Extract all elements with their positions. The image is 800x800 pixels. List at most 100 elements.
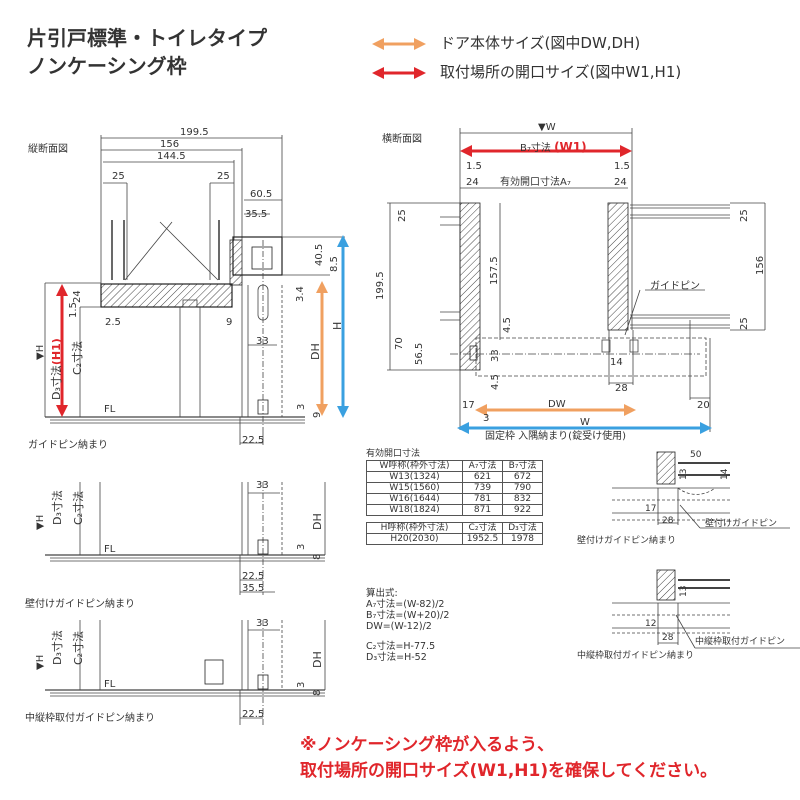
pin-label: 中縦枠取付ガイドピン xyxy=(695,637,786,647)
h-label: H xyxy=(331,321,344,330)
b7-text: B₇寸法 xyxy=(520,143,551,154)
dim: 24 xyxy=(466,177,479,188)
c2-label: C₂寸法 xyxy=(71,340,84,375)
caption: 中縦枠取付ガイドピン納まり xyxy=(25,713,155,724)
cell: 922 xyxy=(502,504,543,516)
page-subtitle: ノンケーシング枠 xyxy=(27,54,187,78)
caption: 中縦枠取付ガイドピン納まり xyxy=(577,651,695,661)
dim: 144.5 xyxy=(157,151,186,162)
formula-line: D₃寸法=H-52 xyxy=(366,652,427,663)
cell: 790 xyxy=(502,482,543,494)
table-title: 有効開口寸法 xyxy=(366,449,421,459)
header-cell: W呼称(枠外寸法) xyxy=(366,460,463,472)
a7-label: 有効開口寸法A₇ xyxy=(500,177,571,188)
dh-label: DH xyxy=(311,651,324,668)
dim: 1.5 xyxy=(68,302,79,318)
dim: 28 xyxy=(615,383,628,394)
dim: 199.5 xyxy=(180,127,209,138)
dim: 157.5 xyxy=(489,256,500,285)
d3-label: D₃寸法 xyxy=(51,630,64,665)
h-mark: ▼H xyxy=(35,514,46,530)
fl-label: FL xyxy=(104,404,116,415)
dim: 25 xyxy=(739,209,750,222)
cell: W18(1824) xyxy=(366,504,463,516)
legend-opening-size: 取付場所の開口サイズ(図中W1,H1) xyxy=(440,63,682,81)
dim: 50 xyxy=(690,450,702,460)
dim: 33 xyxy=(256,618,269,629)
dim: 156 xyxy=(160,139,180,150)
cell: 832 xyxy=(502,493,543,505)
cell: 739 xyxy=(462,482,503,494)
d3-label: D₃寸法(H1) xyxy=(50,338,63,400)
formula-line: DW=(W-12)/2 xyxy=(366,621,432,632)
cell: W15(1560) xyxy=(366,482,463,494)
caption: ガイドピン納まり xyxy=(28,440,108,451)
dim: 14 xyxy=(610,357,623,368)
dim: 3.4 xyxy=(295,286,306,302)
dim: 12 xyxy=(645,619,657,629)
header-cell: B₇寸法 xyxy=(502,460,543,472)
vertical-section-title: 縦断面図 xyxy=(28,144,68,155)
dim: 9 xyxy=(312,411,323,418)
cell: 781 xyxy=(462,493,503,505)
cell: 621 xyxy=(462,471,503,483)
footer-note-2: 取付場所の開口サイズ(W1,H1)を確保してください。 xyxy=(300,761,718,781)
dim: 3 xyxy=(296,403,307,410)
dim: 56.5 xyxy=(414,342,425,365)
dim: 33 xyxy=(256,336,269,347)
h-mark: ▼H xyxy=(35,344,46,360)
dim: 17 xyxy=(462,400,475,411)
dim: 1.5 xyxy=(614,161,630,172)
fl-label: FL xyxy=(104,544,116,555)
header-cell: A₇寸法 xyxy=(462,460,503,472)
dim: 9 xyxy=(226,317,233,328)
dim: 25 xyxy=(739,317,750,330)
dh-label: DH xyxy=(309,343,322,360)
dim: 3 xyxy=(296,681,307,688)
dim: 8 xyxy=(312,553,323,560)
plan-section-title: 横断面図 xyxy=(382,134,422,145)
h-mark: ▼H xyxy=(35,654,46,670)
formula-title: 算出式: xyxy=(366,588,398,599)
guide-pin-label: ガイドピン xyxy=(650,281,700,292)
header-cell: D₃寸法 xyxy=(502,522,543,534)
dim: 2.5 xyxy=(105,317,121,328)
footer-note-1: ※ノンケーシング枠が入るよう、 xyxy=(300,735,555,755)
w-mark: ▼W xyxy=(538,122,556,133)
formula-line: C₂寸法=H-77.5 xyxy=(366,641,436,652)
cell: H20(2030) xyxy=(366,533,463,545)
dim: 24 xyxy=(72,290,83,303)
cell: W13(1324) xyxy=(366,471,463,483)
pin-label: 壁付けガイドピン xyxy=(705,519,778,529)
legend-door-size: ドア本体サイズ(図中DW,DH) xyxy=(440,34,641,52)
w-label: W xyxy=(580,417,590,428)
dim: 33 xyxy=(490,349,501,362)
dim: 8.5 xyxy=(329,256,340,272)
dim: 14 xyxy=(720,468,730,480)
dim: 199.5 xyxy=(375,271,386,300)
dim: 22.5 xyxy=(242,709,265,720)
dim: 28 xyxy=(662,516,674,526)
cell: 1952.5 xyxy=(462,533,503,545)
caption: 壁付けガイドピン納まり xyxy=(577,536,677,546)
h1-label: (H1) xyxy=(50,338,63,366)
dh-label: DH xyxy=(311,513,324,530)
cell: 672 xyxy=(502,471,543,483)
dim: 35.5 xyxy=(242,583,265,594)
c2-label: C₂寸法 xyxy=(72,630,85,665)
dim: 35.5 xyxy=(245,209,268,220)
dim: 33 xyxy=(256,480,269,491)
dim: 24 xyxy=(614,177,627,188)
dim: 22.5 xyxy=(242,435,265,446)
dim: 22.5 xyxy=(242,571,265,582)
header-cell: H呼称(枠外寸法) xyxy=(366,522,463,534)
d3-label: D₃寸法 xyxy=(51,490,64,525)
